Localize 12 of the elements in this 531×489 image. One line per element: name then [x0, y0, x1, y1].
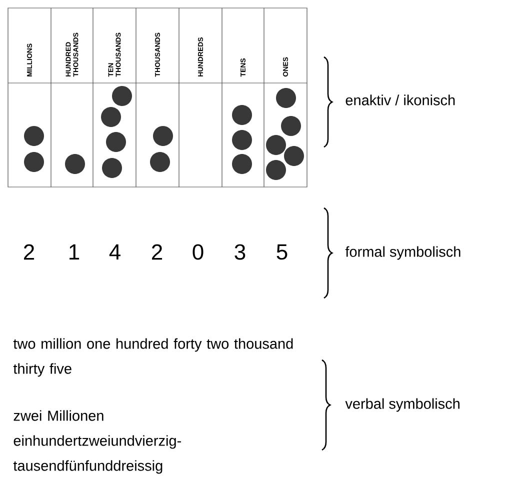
digit: 2 — [152, 244, 162, 260]
digit: 4 — [109, 244, 120, 260]
digit: 1 — [70, 244, 80, 260]
text-paragraph: zwei Millionen einhundertzweiundvierzig- tausendfünfunddreissig — [13, 410, 181, 474]
bracket-label: enaktiv / ikonisch — [346, 94, 455, 106]
digit: 0 — [192, 244, 204, 260]
bracket-label: formal symbolisch — [345, 246, 460, 260]
text-paragraph: two million one hundred forty two thousand thirty five — [13, 338, 293, 377]
digit: 2 — [24, 244, 34, 260]
digit: 3 — [234, 244, 246, 260]
digit: 5 — [276, 244, 288, 260]
bracket-label: verbal symbolisch — [345, 398, 460, 412]
